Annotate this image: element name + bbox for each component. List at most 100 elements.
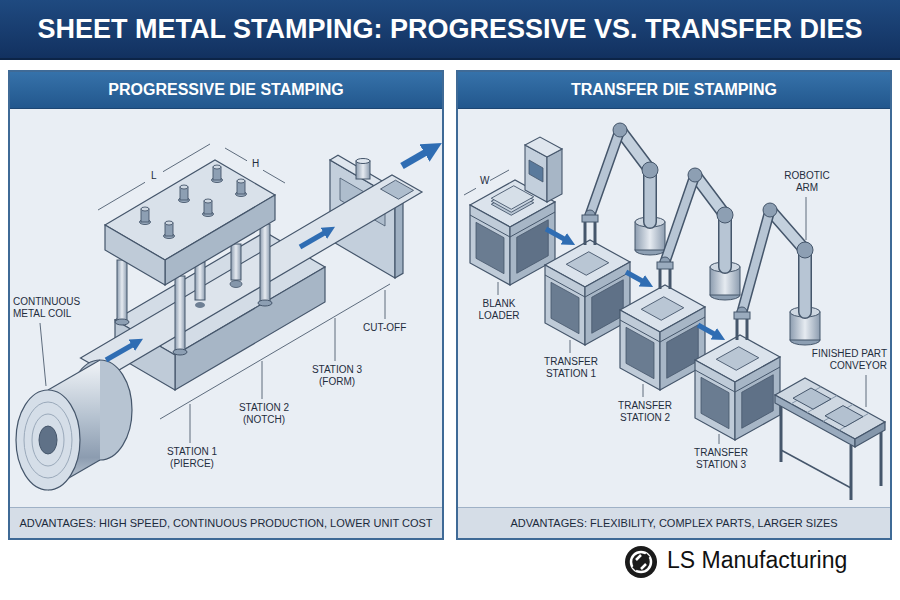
advantages-note: ADVANTAGES: HIGH SPEED, CONTINUOUS PRODU… xyxy=(10,507,442,538)
leader-line xyxy=(190,404,191,443)
arm-joint xyxy=(642,162,658,178)
arm-fore xyxy=(742,210,770,312)
punch xyxy=(195,262,205,300)
logo-slash xyxy=(634,555,648,569)
gripper xyxy=(582,215,598,222)
gripper-finger xyxy=(669,269,672,289)
leader-line xyxy=(262,361,263,399)
arm-joint xyxy=(688,168,702,182)
conveyor xyxy=(775,378,885,500)
gripper xyxy=(734,312,750,319)
dimension-line xyxy=(98,182,145,210)
transfer-station xyxy=(620,285,705,390)
panel-ground xyxy=(456,70,892,540)
logo-icon xyxy=(625,546,657,578)
panel-ground xyxy=(8,70,444,540)
panel-heading: TRANSFER DIE STAMPING xyxy=(458,72,890,109)
dimension-line xyxy=(225,148,247,161)
logo-ring xyxy=(631,552,651,572)
dimension-line xyxy=(163,144,210,172)
cut-part xyxy=(381,180,414,199)
dimension-label: H xyxy=(251,158,260,170)
station-label: STATION 1 (PIERCE) xyxy=(161,446,223,470)
dimension-line xyxy=(464,188,476,195)
leader-line xyxy=(498,282,499,295)
bolts xyxy=(140,165,247,239)
transfer-station xyxy=(545,240,630,345)
coil-hole xyxy=(39,426,57,454)
arm-joint xyxy=(763,203,777,217)
station-label: CUT-OFF xyxy=(362,322,407,334)
station-label: TRANSFER STATION 3 xyxy=(688,447,754,471)
arm-fore xyxy=(590,130,620,215)
arm-joint xyxy=(797,242,813,258)
dimension-line xyxy=(490,170,509,181)
bolt-head xyxy=(204,199,212,203)
dimension-label: W xyxy=(479,175,490,187)
bolt-head xyxy=(141,207,149,211)
flow-arrow xyxy=(300,232,326,247)
transfer-line xyxy=(464,123,885,500)
arm-fore xyxy=(742,210,770,312)
gripper-finger xyxy=(594,222,597,245)
coil-face xyxy=(16,390,80,490)
bolt-head xyxy=(213,165,221,169)
leader-line xyxy=(40,323,46,386)
guide-post xyxy=(117,260,127,322)
leader-line xyxy=(719,434,720,444)
transfer-station xyxy=(695,335,780,440)
guide-post xyxy=(175,276,185,352)
gripper-finger xyxy=(584,222,587,245)
leader-line xyxy=(335,318,336,361)
bolt-head xyxy=(237,179,245,183)
notch xyxy=(230,281,242,288)
pierced-hole xyxy=(195,302,205,308)
station-label: TRANSFER STATION 1 xyxy=(538,356,604,380)
arm-fore xyxy=(665,175,695,262)
robotic-arm xyxy=(657,168,740,300)
part-label: ROBOTIC ARM xyxy=(780,170,834,194)
coil-edge xyxy=(48,360,100,390)
dimension-label: L xyxy=(150,170,158,182)
top-plate-side xyxy=(105,225,165,285)
arm-joint xyxy=(717,207,733,223)
conveyor-end xyxy=(855,422,885,447)
title-banner: SHEET METAL STAMPING: PROGRESSIVE VS. TR… xyxy=(0,0,900,60)
leader-line xyxy=(866,375,867,407)
arm-column xyxy=(798,250,812,312)
dimension-line xyxy=(263,170,285,183)
station-label: STATION 2 (NOTCH) xyxy=(233,402,295,426)
dimension-line xyxy=(160,284,390,419)
bolt-head xyxy=(165,221,173,225)
guide-post xyxy=(260,224,270,303)
conveyor-leg xyxy=(780,403,783,462)
station-label: STATION 3 (FORM) xyxy=(306,364,368,388)
leader-line xyxy=(643,384,644,397)
logo-disc xyxy=(625,546,657,578)
conveyor-brace xyxy=(781,450,851,488)
conveyor-leg xyxy=(880,430,883,486)
arm-joint xyxy=(613,123,627,137)
blank-stack xyxy=(491,186,534,210)
post-bushing xyxy=(115,319,129,325)
arm-fore xyxy=(665,175,695,262)
coil-ring xyxy=(24,402,72,478)
station-label: BLANK LOADER xyxy=(472,298,526,322)
leader-line xyxy=(806,197,807,240)
panel-heading: PROGRESSIVE DIE STAMPING xyxy=(10,72,442,109)
loader-cabinet-top xyxy=(525,137,562,157)
coil-ring xyxy=(32,414,64,466)
loader-screen xyxy=(529,160,543,182)
leader-line xyxy=(385,290,386,319)
station-label: TRANSFER STATION 2 xyxy=(612,400,678,424)
gripper-finger xyxy=(736,319,739,340)
bolt-head xyxy=(180,185,188,189)
finished-part xyxy=(825,406,863,427)
advantages-note: ADVANTAGES: FLEXIBILITY, COMPLEX PARTS, … xyxy=(458,507,890,538)
transfer-arrow xyxy=(626,272,644,282)
robotic-arm xyxy=(734,203,820,345)
diagram-title: SHEET METAL STAMPING: PROGRESSIVE VS. TR… xyxy=(0,0,900,58)
dimension-lines xyxy=(40,144,390,443)
arm-fore xyxy=(590,130,620,215)
